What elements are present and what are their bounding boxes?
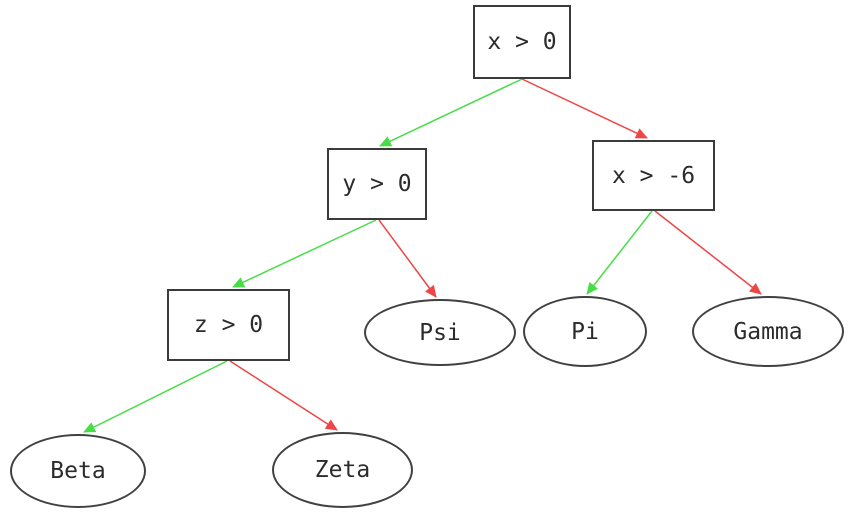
leaf-pi-label: Pi bbox=[571, 318, 599, 345]
node-x-gt-0-label: x > 0 bbox=[487, 29, 557, 55]
leaf-psi-label: Psi bbox=[419, 319, 461, 346]
edge-x-gt-neg6-to-gamma-false bbox=[654, 210, 762, 295]
leaf-gamma: Gamma bbox=[692, 296, 844, 367]
leaf-zeta: Zeta bbox=[272, 432, 413, 508]
leaf-gamma-label: Gamma bbox=[733, 318, 803, 345]
edge-y-gt-0-to-z-gt-0-true bbox=[232, 219, 377, 288]
node-z-gt-0-label: z > 0 bbox=[193, 312, 264, 338]
node-y-gt-0: y > 0 bbox=[327, 148, 427, 220]
edge-y-gt-0-to-psi-false bbox=[378, 219, 437, 298]
leaf-beta: Beta bbox=[10, 434, 146, 508]
node-x-gt-neg6-label: x > -6 bbox=[611, 162, 696, 189]
leaf-beta-label: Beta bbox=[50, 458, 106, 484]
edge-x-gt-neg6-to-pi-true bbox=[586, 210, 653, 295]
node-y-gt-0-label: y > 0 bbox=[342, 171, 412, 197]
edge-x-gt-0-to-x-gt-neg6-false bbox=[521, 78, 648, 139]
leaf-zeta-label: Zeta bbox=[314, 457, 371, 483]
node-z-gt-0: z > 0 bbox=[167, 289, 290, 361]
leaf-pi: Pi bbox=[523, 296, 647, 367]
edge-x-gt-0-to-y-gt-0-true bbox=[379, 78, 523, 147]
edge-z-gt-0-to-zeta-false bbox=[229, 360, 338, 431]
node-x-gt-0: x > 0 bbox=[473, 5, 571, 79]
leaf-psi: Psi bbox=[364, 299, 516, 366]
node-x-gt-neg6: x > -6 bbox=[592, 140, 715, 211]
edge-z-gt-0-to-beta-true bbox=[83, 360, 228, 433]
